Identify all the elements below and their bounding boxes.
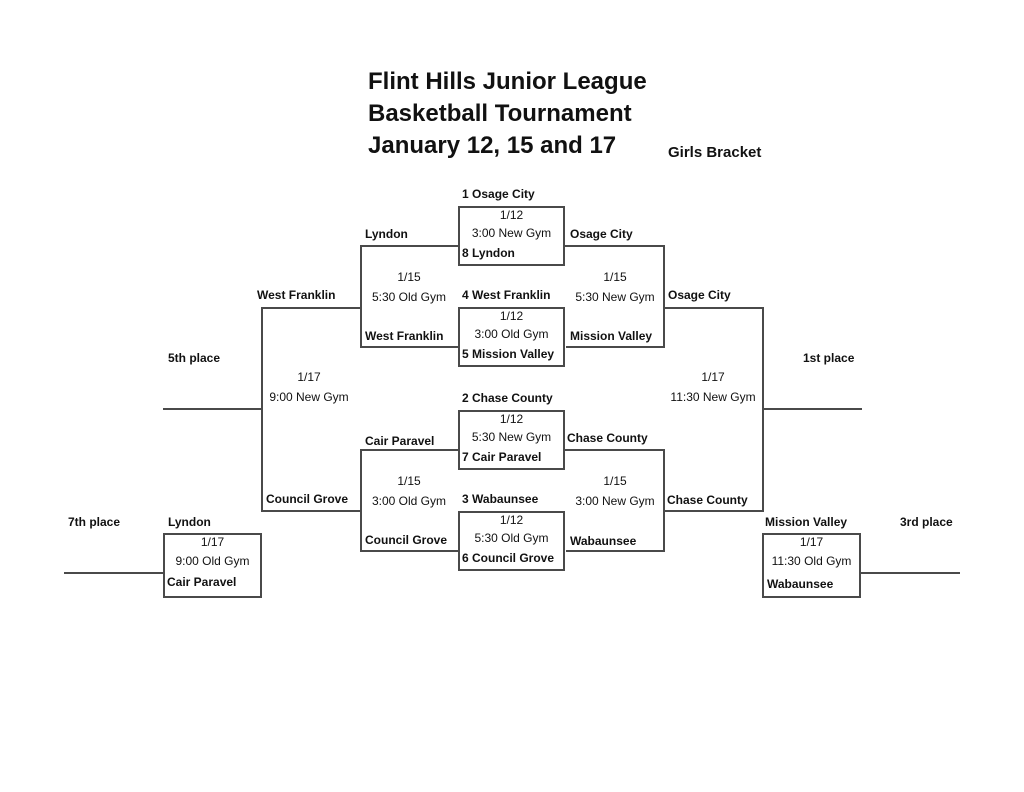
line-consolation2-top [360,449,458,451]
line-final-join [762,307,764,512]
seventh-team-top: Lyndon [168,515,211,529]
game2-date: 1/12 [499,309,524,323]
semi2-team-bottom: Wabaunsee [570,534,637,548]
line-semi2-winner [665,510,763,512]
title-line-1: Flint Hills Junior League [368,68,647,95]
game2-team-bottom: 5 Mission Valley [462,347,555,361]
semi2-time: 3:00 New Gym [575,494,655,508]
line-semi1-join [663,245,665,348]
title-line-2: Basketball Tournament [368,100,632,127]
third-place-label: 3rd place [900,515,953,529]
consolation1-time: 5:30 Old Gym [371,290,447,304]
fifth-place-date: 1/17 [297,370,321,384]
game4-date: 1/12 [499,513,524,527]
semi2-winner-label: Chase County [667,493,748,507]
line-semi2-join [663,449,665,552]
line-semi1-winner [665,307,763,309]
seventh-team-bottom: Cair Paravel [167,575,237,589]
game1-team-top: 1 Osage City [462,187,535,201]
line-consolation2-winner [262,510,360,512]
third-place-box [762,533,861,598]
semi1-team-top: Osage City [570,227,633,241]
consolation2-team-top: Cair Paravel [365,434,435,448]
title-line-3: January 12, 15 and 17 [368,132,617,159]
third-team-bottom: Wabaunsee [767,577,834,591]
game2-team-top: 4 West Franklin [462,288,551,302]
game3-time: 5:30 New Gym [471,430,552,444]
game4-box [458,511,565,571]
game3-team-bottom: 7 Cair Paravel [462,450,542,464]
semi1-time: 5:30 New Gym [575,290,655,304]
semi1-team-bottom: Mission Valley [570,329,653,343]
game3-team-top: 2 Chase County [462,391,553,405]
line-third-winner [861,572,960,574]
seventh-place-label: 7th place [68,515,121,529]
game4-team-top: 3 Wabaunsee [462,492,539,506]
semi2-date: 1/15 [603,474,627,488]
line-semi2-top [565,449,665,451]
seventh-place-box [163,533,262,598]
game1-box [458,206,565,266]
game3-box [458,410,565,470]
consolation1-team-top: Lyndon [365,227,408,241]
line-fifth-winner [163,408,261,410]
consolation1-team-bottom: West Franklin [365,329,444,343]
game3-date: 1/12 [499,412,524,426]
line-consolation2-bottom [360,550,458,552]
consolation1-date: 1/15 [397,270,421,284]
final-date: 1/17 [701,370,725,384]
semi2-team-top: Chase County [567,431,648,445]
line-consolation1-top [360,245,458,247]
consolation2-team-bottom: Council Grove [365,533,448,547]
consolation2-date: 1/15 [397,474,421,488]
game2-time: 3:00 Old Gym [474,327,549,341]
game1-time: 3:00 New Gym [471,226,552,240]
line-final-winner [764,408,862,410]
bracket-label: Girls Bracket [668,144,762,161]
third-team-top: Mission Valley [765,515,848,529]
fifth-place-time: 9:00 New Gym [269,390,349,404]
consolation1-winner-label: West Franklin [257,288,336,302]
line-consolation2-join [360,449,362,552]
third-time: 11:30 Old Gym [771,554,852,568]
game4-time: 5:30 Old Gym [474,531,549,545]
line-fifth-join [261,307,263,512]
line-consolation1-join [360,245,362,348]
game1-date: 1/12 [499,208,524,222]
semi1-winner-label: Osage City [668,288,731,302]
fifth-place-label: 5th place [168,351,221,365]
third-date: 1/17 [799,535,824,549]
game1-team-bottom: 8 Lyndon [462,246,515,260]
line-consolation1-bottom [360,346,458,348]
game4-team-bottom: 6 Council Grove [462,551,555,565]
semi1-date: 1/15 [603,270,627,284]
consolation2-winner-label: Council Grove [266,492,349,506]
final-time: 11:30 New Gym [670,390,756,404]
first-place-label: 1st place [803,351,855,365]
game2-box [458,307,565,367]
line-semi1-top [565,245,665,247]
seventh-date: 1/17 [200,535,225,549]
line-seventh-winner [64,572,163,574]
line-semi2-bottom [566,550,665,552]
seventh-time: 9:00 Old Gym [175,554,250,568]
consolation2-time: 3:00 Old Gym [371,494,447,508]
line-consolation1-winner [262,307,360,309]
line-semi1-bottom [566,346,665,348]
